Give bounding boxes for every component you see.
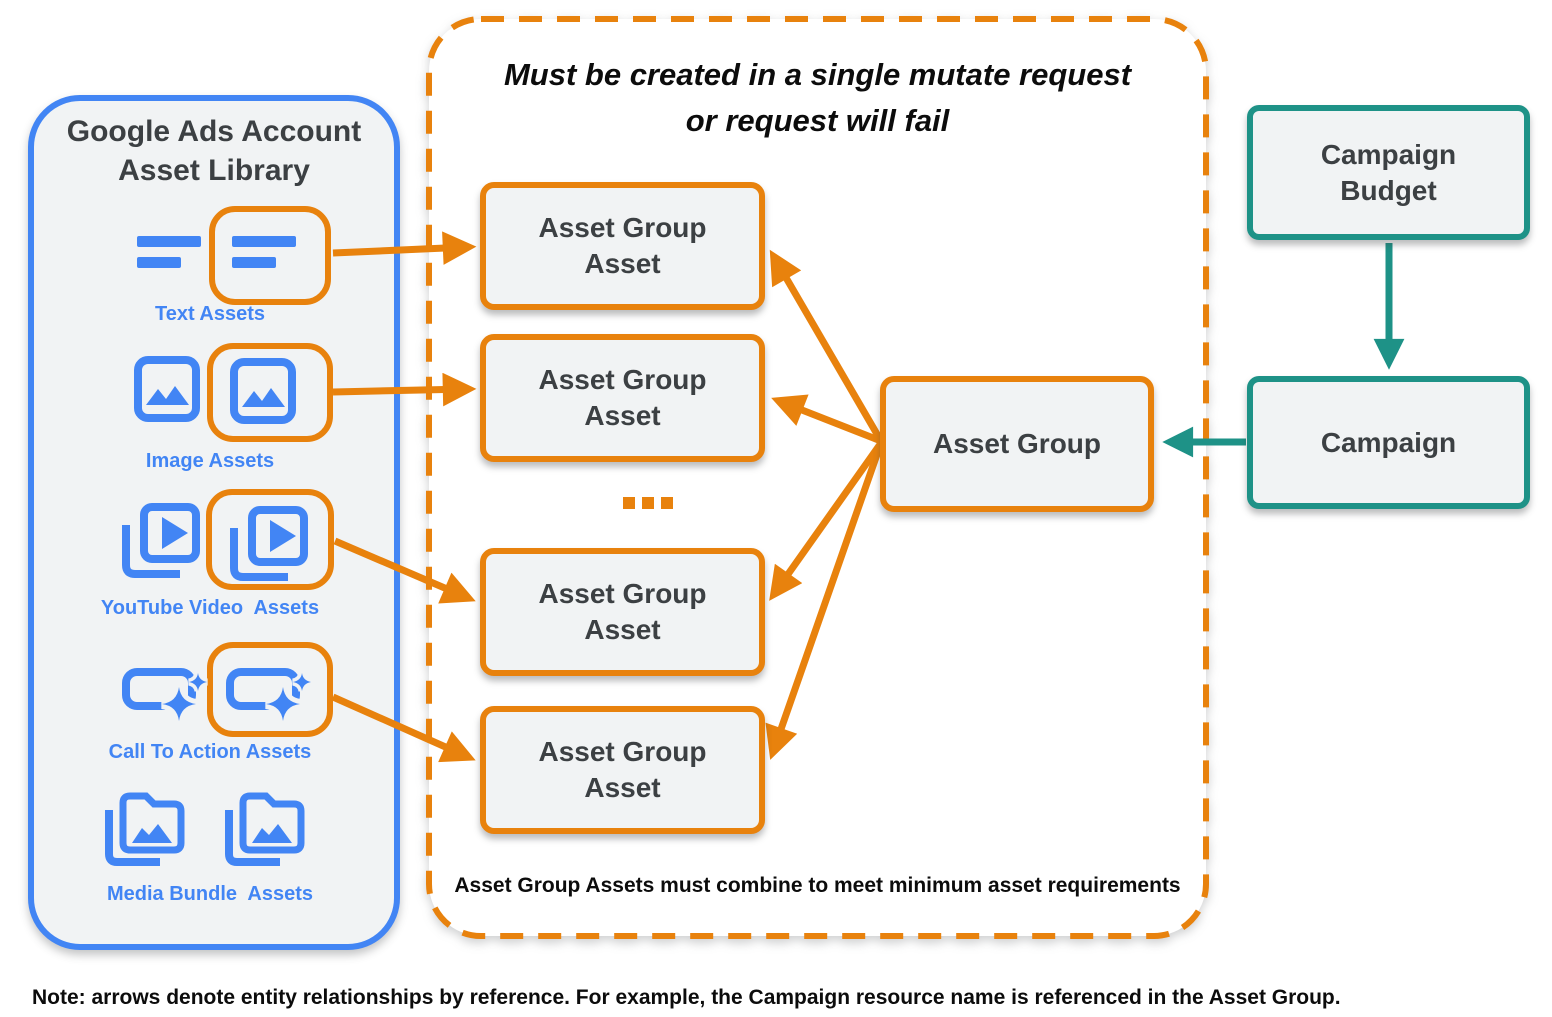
campaign-label: Campaign: [1320, 426, 1457, 458]
media-bundle-asset-icon-2: [225, 792, 305, 866]
call-to-action-asset-icon: [122, 668, 208, 722]
ellipsis: [623, 497, 683, 509]
campaign-box: Campaign: [1247, 376, 1530, 509]
mutate-request-title: Must be created in a single mutate reque…: [455, 52, 1180, 144]
youtube-assets-label: YouTube Video Assets: [100, 597, 320, 619]
campaign-budget-line2: Budget: [1340, 174, 1437, 206]
asset-group-asset-3-line1: Asset Group: [538, 578, 707, 609]
text-assets-label: Text Assets: [154, 303, 266, 325]
call-to-action-asset-icon-highlighted: [226, 668, 312, 722]
ellipsis-dot: [661, 497, 673, 509]
media-bundle-asset-icon: [105, 792, 185, 866]
asset-group-asset-4-line1: Asset Group: [538, 736, 707, 767]
media-bundle-assets-label: Media Bundle Assets: [107, 883, 313, 905]
reference-note: Note: arrows denote entity relationships…: [32, 986, 1341, 1009]
cta-assets-label: Call To Action Assets: [108, 741, 312, 763]
asset-group-label: Asset Group: [932, 428, 1102, 459]
youtube-assets-highlight-box: [206, 489, 334, 590]
asset-group-asset-1-line2: Asset: [584, 248, 661, 279]
asset-group-asset-2-line1: Asset Group: [538, 364, 707, 395]
youtube-video-asset-icon: [122, 503, 200, 578]
asset-group-asset-1-line1: Asset Group: [538, 212, 707, 243]
asset-library-title: Google Ads Account Asset Library: [44, 112, 384, 190]
asset-library-title-line2: Asset Library: [118, 154, 310, 187]
ellipsis-dot: [642, 497, 654, 509]
asset-group-asset-2-line2: Asset: [584, 400, 661, 431]
image-assets-label: Image Assets: [145, 450, 275, 472]
text-asset-icon: [137, 236, 201, 268]
asset-group-asset-3-line2: Asset: [584, 614, 661, 645]
campaign-budget-line1: Campaign: [1320, 138, 1457, 170]
mutate-footnote: Asset Group Assets must combine to meet …: [454, 874, 1181, 897]
text-asset-icon-highlighted: [232, 236, 296, 268]
asset-group-box: Asset Group: [880, 376, 1154, 512]
asset-group-asset-4-line2: Asset: [584, 772, 661, 803]
ellipsis-dot: [623, 497, 635, 509]
image-assets-highlight-box: [207, 343, 333, 442]
asset-library-title-line1: Google Ads Account: [66, 115, 362, 148]
mutate-request-title-line1: Must be created in a single mutate reque…: [503, 57, 1132, 92]
image-asset-icon-highlighted: [230, 358, 296, 424]
youtube-video-asset-icon-highlighted: [230, 506, 308, 581]
image-asset-icon: [134, 356, 200, 422]
mutate-request-title-line2: or request will fail: [685, 103, 950, 138]
cta-assets-highlight-box: [207, 642, 333, 737]
text-assets-highlight-box: [209, 206, 331, 305]
